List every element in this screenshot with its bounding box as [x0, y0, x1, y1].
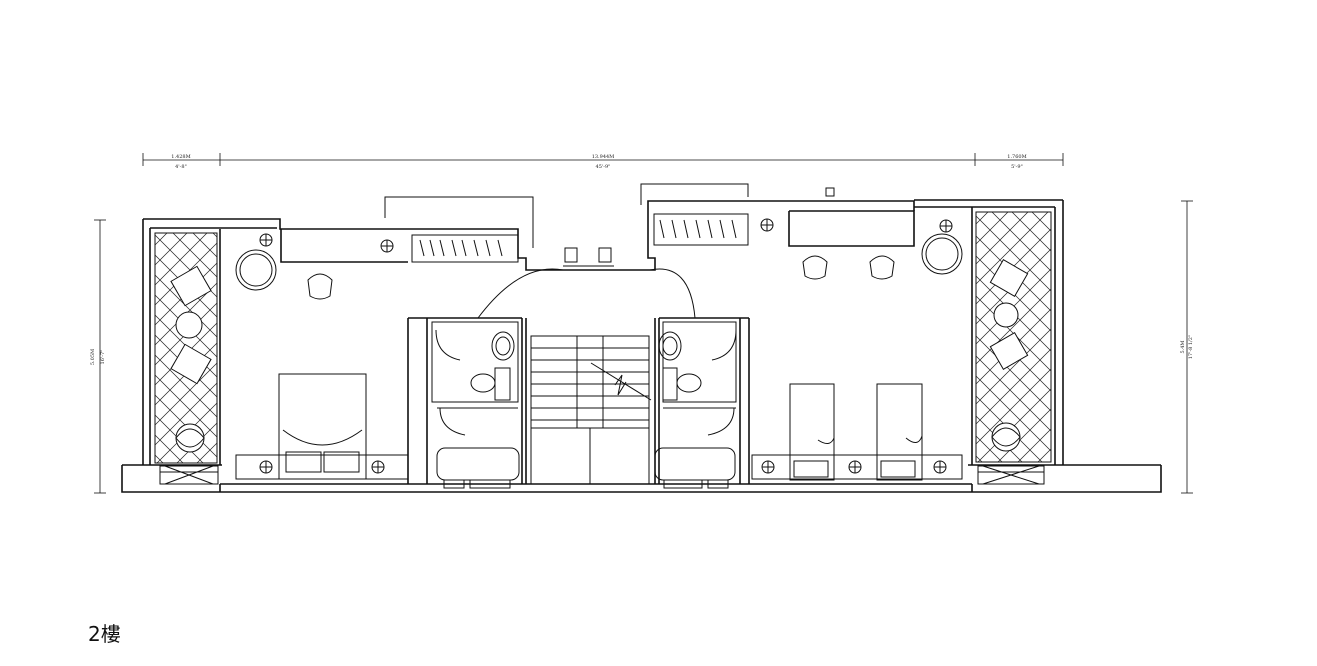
dim-right-imperial: 17'-8 1/2": [1188, 335, 1194, 360]
right-bathroom: [654, 321, 737, 489]
dim-left-metric: 5.05M: [90, 349, 96, 365]
dim-top-center-imperial: 45'-9": [596, 164, 611, 170]
right-dimension-line: [1181, 200, 1193, 494]
dim-top-left-imperial: 4'-8": [175, 164, 187, 170]
right-bedroom: [653, 213, 963, 481]
stairwell: [477, 247, 696, 484]
left-bedroom: [235, 233, 519, 480]
dim-top-right-imperial: 5'-9": [1011, 164, 1023, 170]
outer-walls: [121, 199, 1162, 493]
dim-top-right-metric: 1.760M: [1007, 154, 1026, 160]
floor-caption: 2樓: [88, 622, 121, 646]
top-dimension-line: [142, 153, 1064, 166]
left-dimension-line: [94, 219, 106, 494]
left-balcony-chairs: [170, 265, 212, 453]
dim-left-imperial: 16'-7": [100, 350, 106, 365]
left-bathroom: [431, 321, 520, 489]
dim-top-left-metric: 1.428M: [171, 154, 190, 160]
bottom-windows: [159, 465, 1045, 485]
top-protrusions: [384, 183, 835, 248]
right-balcony-chairs: [989, 259, 1029, 452]
dim-top-center-metric: 13.944M: [592, 154, 615, 160]
dim-right-metric: 5.4M: [1180, 340, 1186, 353]
